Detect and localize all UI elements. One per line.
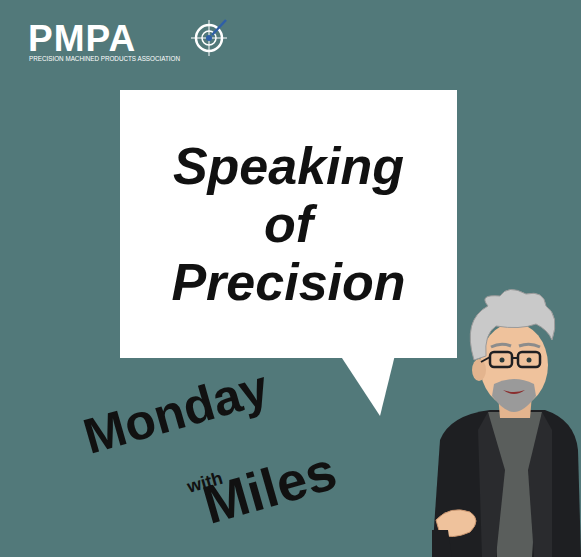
logo-subtitle: PRECISION MACHINED PRODUCTS ASSOCIATION [29,56,180,62]
show-title-word: Monday [78,362,273,462]
speech-bubble: Speaking of Precision [120,90,457,358]
logo-wordmark: PMPA [28,20,136,57]
bubble-tail [340,355,395,416]
bubble-title: Speaking of Precision [164,137,414,312]
show-title-word: Miles [197,443,342,532]
logo-target [191,20,227,56]
